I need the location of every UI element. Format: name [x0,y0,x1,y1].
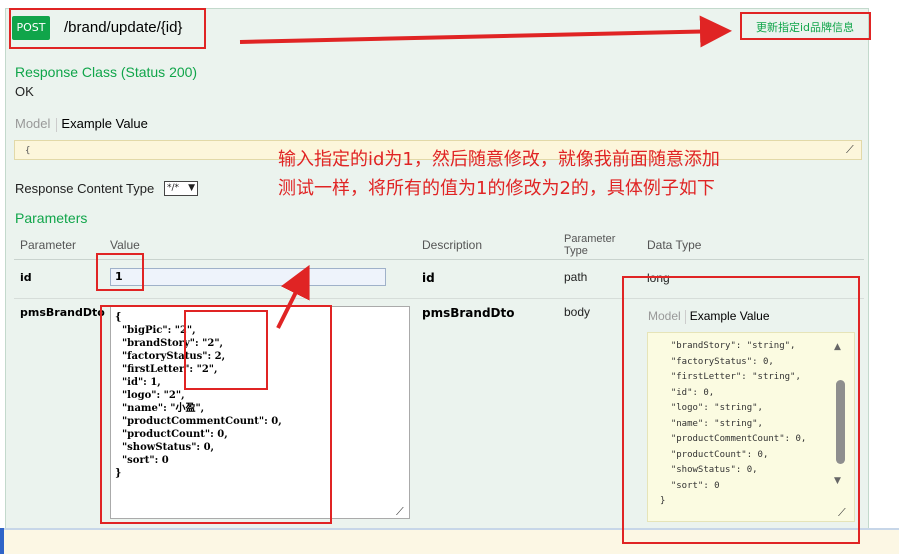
data-type-id: long [647,271,670,285]
arrow-to-annotation [276,264,310,329]
scroll-up-icon[interactable]: ▲ [834,342,841,352]
response-status-text: OK [15,84,34,99]
body-example-value[interactable]: "brandStory": "string", "factoryStatus":… [647,332,855,522]
highlight-box-id [96,253,144,291]
header-parameter-type: Parameter Type [564,233,616,257]
tab-divider [684,309,686,324]
annotation-text: 输入指定的id为1，然后随意修改，就像我前面随意添加 测试一样，将所有的值为1的… [278,145,838,203]
body-model-tabs: Model Example Value [648,309,770,324]
chevron-down-icon: ▼ [188,183,195,193]
operation-summary[interactable]: 更新指定id品牌信息 [755,21,855,34]
header-value: Value [110,238,140,252]
response-content-type-value: */* [167,183,180,193]
arrow-to-summary [239,15,732,48]
param-type-id: path [564,270,588,284]
header-description: Description [422,238,483,252]
bottom-divider [0,528,899,530]
param-name-id: id [20,271,32,284]
annotation-line-1: 输入指定的id为1，然后随意修改，就像我前面随意添加 [278,149,720,170]
highlight-box-body [100,305,332,524]
textarea-resize-icon[interactable]: ⟋ [396,505,404,518]
row-divider [14,298,864,299]
resize-handle-icon[interactable]: ⟋ [846,143,854,156]
header-divider [14,259,864,260]
example-resize-icon[interactable]: ⟋ [838,506,846,519]
response-content-type-select[interactable]: */* ▼ [164,181,198,196]
tab-divider [56,117,58,132]
body-example-tab[interactable]: Example Value [689,309,770,323]
id-input[interactable]: 1 [110,268,386,286]
parameters-title: Parameters [15,210,88,226]
http-method-badge[interactable]: POST [12,16,50,40]
response-model-tabs: Model Example Value [15,116,154,132]
highlight-box-summary [740,12,871,40]
response-class-title: Response Class (Status 200) [15,64,198,80]
body-model-tab[interactable]: Model [648,309,681,323]
bottom-left-accent [0,528,4,554]
highlight-box-endpoint [9,8,206,49]
highlight-box-example [622,276,860,544]
param-description-id: id [422,271,435,285]
bottom-yellow-strip [0,528,899,554]
response-example-box: { [14,140,862,160]
scrollbar-thumb[interactable] [836,380,845,464]
response-example-tab[interactable]: Example Value [61,116,148,131]
response-example-snippet: { [25,146,31,156]
param-description-pmsbranddto: pmsBrandDto [422,306,515,320]
endpoint-path[interactable]: /brand/update/{id} [64,19,183,36]
header-parameter: Parameter [20,238,77,252]
scroll-down-icon[interactable]: ▼ [834,476,841,486]
header-data-type: Data Type [647,238,702,252]
param-name-pmsbranddto: pmsBrandDto [20,306,105,319]
annotation-line-2: 测试一样，将所有的值为1的修改为2的，具体例子如下 [278,178,715,199]
response-content-type-label: Response Content Type [15,181,155,196]
pmsbranddto-textarea[interactable]: { "bigPic": "2", "brandStory": "2", "fac… [110,306,410,519]
highlight-box-changed-values [184,310,268,390]
response-model-tab[interactable]: Model [15,116,51,131]
param-type-pmsbranddto: body [564,305,591,319]
